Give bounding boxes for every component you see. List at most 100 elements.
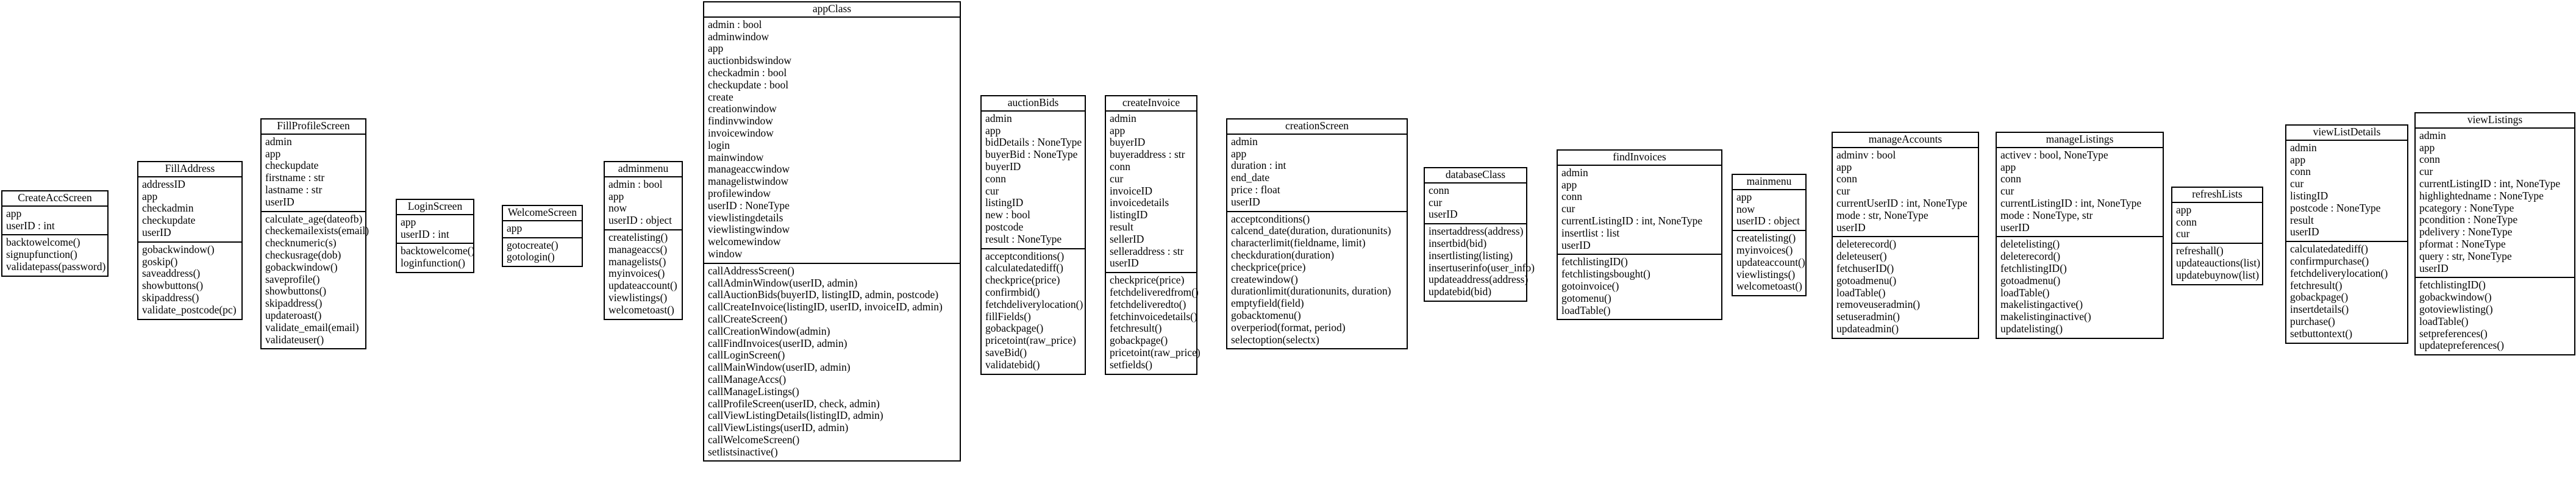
method: callProfileScreen(userID, check, admin) [708,397,880,410]
method: setuseradmin() [1836,310,1900,323]
method: setbuttontext() [2290,327,2353,340]
method: calculate_age(dateofb) [265,212,363,225]
method: loadTable() [2419,315,2469,327]
method: createlisting() [1736,232,1796,244]
attribute: buyeraddress : str [1110,148,1185,161]
attribute: window [708,247,743,260]
class-name: creationScreen [1227,120,1407,135]
method: fetchresult() [1110,322,1162,335]
attribute: adminv : bool [1836,148,1896,161]
attribute: pformat : NoneType [2419,237,2506,250]
method: callViewListingDetails(listingID, admin) [708,409,883,422]
method: calcend_date(duration, durationunits) [1231,224,1391,237]
attribute: pcondition : NoneType [2419,213,2518,226]
method: showbuttons() [142,279,204,292]
attribute: conn [1561,190,1583,203]
attribute: app [608,190,624,202]
attribute: mode : str, NoneType [1836,209,1928,221]
attribute: app [6,207,22,219]
attribute: cur [1429,196,1443,209]
method: confirmpurchase() [2290,254,2369,267]
attribute: app [401,215,416,228]
method: emptyfield(field) [1231,297,1304,310]
attribute: conn [1429,184,1450,196]
class-name: createInvoice [1106,96,1196,112]
method: updatepreferences() [2419,339,2504,352]
attribute: conn [2176,215,2197,228]
method: gobackpage() [2290,291,2349,304]
method: fillFields() [985,310,1031,323]
method: gotologin() [507,251,555,263]
method: viewlistings() [1736,268,1796,280]
attribute: userID [265,195,294,208]
attribute: result : NoneType [985,232,1062,245]
method: deleterecord() [2000,250,2061,263]
attribute: invoicedetails [1110,196,1169,209]
attribute: new : bool [985,209,1030,221]
attribute: app [2000,160,2016,173]
attribute: checkadmin : bool [708,66,787,79]
method: fetchlistingID() [1561,255,1628,268]
method: updateaccount() [608,279,677,292]
methods-section: callAddressScreen()callAdminWindow(userI… [704,262,960,461]
method: callWelcomeScreen() [708,433,800,446]
method: gotomenu() [1561,291,1611,304]
method: insertaddress(address) [1429,225,1524,238]
attribute: buyerID [1110,136,1146,149]
attribute: admin [985,112,1012,124]
method: fetchdeliveredto() [1110,298,1186,310]
attribute: admin [1231,135,1258,148]
attribute: conn [1110,160,1131,173]
method: fetchlistingID() [2000,262,2067,274]
method: gobackwindow() [142,243,215,255]
attribute: listingID [985,196,1024,209]
method: showbuttons() [265,285,327,298]
attribute: pcategory : NoneType [2419,201,2514,214]
method: callManageAccs() [708,373,787,385]
attribute: create [708,90,733,103]
class-name: findInvoices [1558,151,1721,166]
class-name: refreshLists [2172,188,2262,203]
method: managelists() [608,255,666,268]
method: manageaccs() [608,243,668,255]
class-name: mainmenu [1733,175,1805,190]
method: gotocreate() [507,238,558,251]
methods-section: backtowelcome()loginfunction() [397,243,474,272]
method: callLoginScreen() [708,349,785,362]
method: loginfunction() [401,257,465,269]
attribute: app [1836,160,1852,173]
methods-section: createlisting()manageaccs()managelists()… [605,229,682,319]
method: setlistsinactive() [708,445,778,458]
method: characterlimit(fieldname, limit) [1231,237,1366,249]
method: insertuserinfo(user_info) [1429,261,1535,274]
method: gobackwindow() [2419,291,2492,304]
class-name: appClass [704,2,960,18]
method: callMainWindow(userID, admin) [708,361,851,374]
method: gobackpage() [985,322,1044,335]
method: myinvoices() [608,267,665,280]
attribute: checkupdate : bool [708,78,789,91]
attribute: userID [2000,221,2030,234]
method: checkemailexists(email) [265,224,369,237]
attribute: bidDetails : NoneType [985,136,1082,149]
method: loadTable() [2000,286,2050,299]
attribute: manageaccwindow [708,163,790,176]
attribute: duration : int [1231,159,1286,172]
method: deletelisting() [2000,238,2060,251]
method: overperiod(format, period) [1231,321,1346,334]
attribute: app [985,124,1001,137]
